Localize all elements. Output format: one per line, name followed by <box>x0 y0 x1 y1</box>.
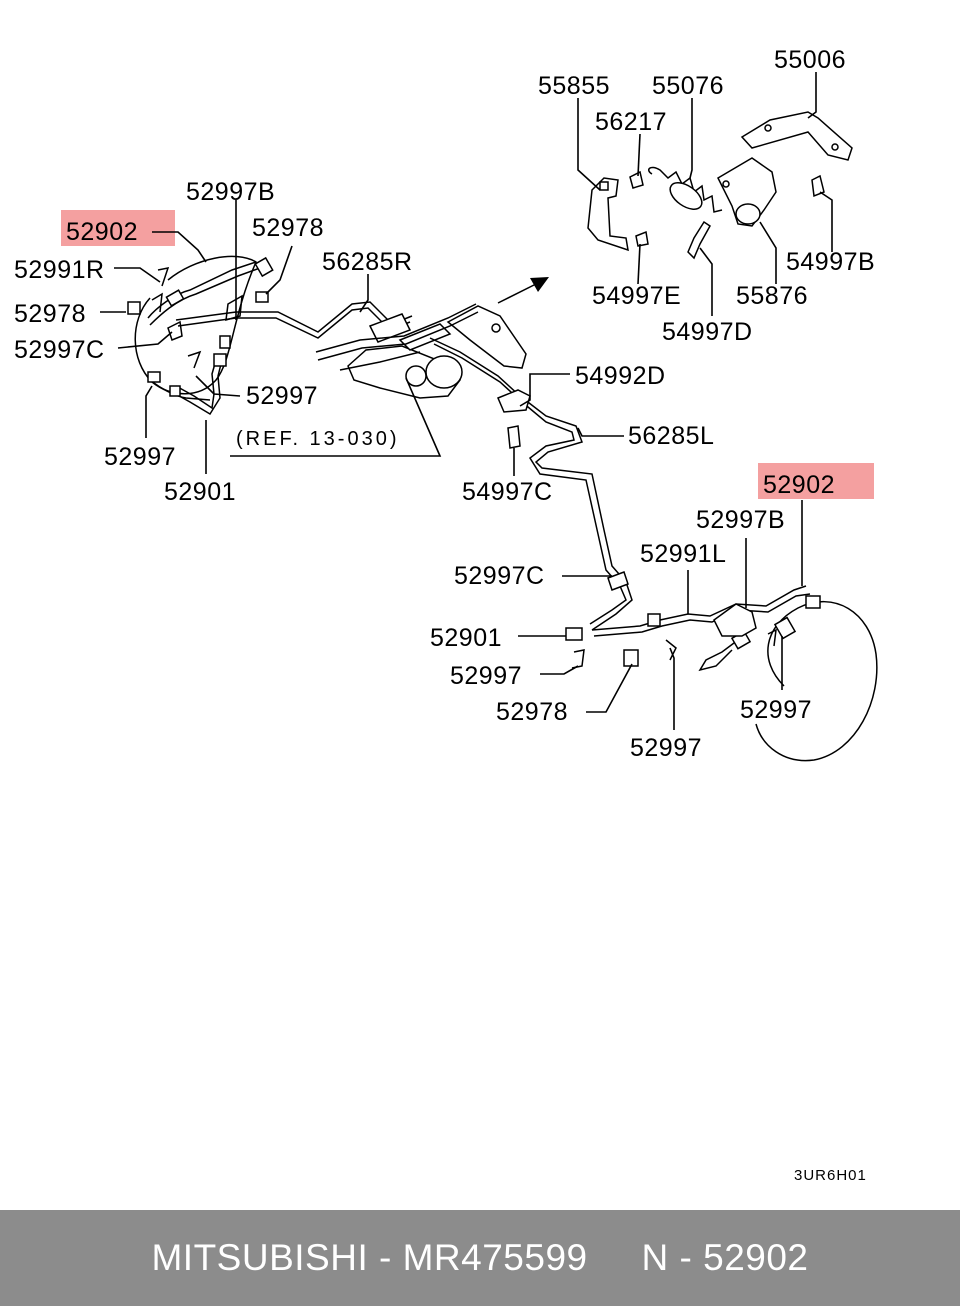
label-52902-right: 52902 <box>763 471 835 499</box>
right-brake-assembly <box>565 571 878 762</box>
label-52997b-left: 52997B <box>186 178 275 206</box>
footer-caption: MITSUBISHI - MR475599 N - 52902 <box>151 1237 809 1278</box>
label-52997-bottom-left: 52997 <box>450 662 522 690</box>
reference-note: (REF. 13-030) <box>236 428 400 450</box>
label-52978-left: 52978 <box>14 300 86 328</box>
label-52978-bottom: 52978 <box>496 698 568 726</box>
label-52901-left: 52901 <box>164 478 236 506</box>
label-55876: 55876 <box>736 282 808 310</box>
label-52901-right: 52901 <box>430 624 502 652</box>
highlight-box-right <box>758 463 874 499</box>
leader-lines <box>100 72 833 730</box>
label-52978-top: 52978 <box>252 214 324 242</box>
label-52997-mid: 52997 <box>246 382 318 410</box>
label-52997c-right: 52997C <box>454 562 545 590</box>
label-54992d: 54992D <box>575 362 666 390</box>
label-55076: 55076 <box>652 72 724 100</box>
label-52991r: 52991R <box>14 256 105 284</box>
center-valve-assembly <box>315 303 633 631</box>
diagram-code: 3UR6H01 <box>794 1167 867 1184</box>
label-52902-left: 52902 <box>66 218 138 246</box>
label-52997-right: 52997 <box>740 696 812 724</box>
label-54997b: 54997B <box>786 248 875 276</box>
left-brake-assembly <box>127 255 413 416</box>
label-52991l: 52991L <box>640 540 726 568</box>
label-52997b-right: 52997B <box>696 506 785 534</box>
label-55006: 55006 <box>774 46 846 74</box>
highlight-box-left <box>61 210 175 246</box>
label-54997d: 54997D <box>662 318 753 346</box>
label-54997c: 54997C <box>462 478 553 506</box>
label-54997e: 54997E <box>592 282 681 310</box>
label-52997-bottom: 52997 <box>630 734 702 762</box>
label-56285r: 56285R <box>322 248 413 276</box>
label-56285l: 56285L <box>628 422 714 450</box>
footer-bar: MITSUBISHI - MR475599 N - 52902 <box>0 1210 960 1306</box>
label-52997c-left: 52997C <box>14 336 105 364</box>
label-56217: 56217 <box>595 108 667 136</box>
parking-brake-assembly <box>497 111 853 304</box>
label-55855: 55855 <box>538 72 610 100</box>
label-52997-left: 52997 <box>104 443 176 471</box>
parts-diagram: 55855 55076 55006 56217 54997B 54997E 55… <box>14 46 878 1184</box>
